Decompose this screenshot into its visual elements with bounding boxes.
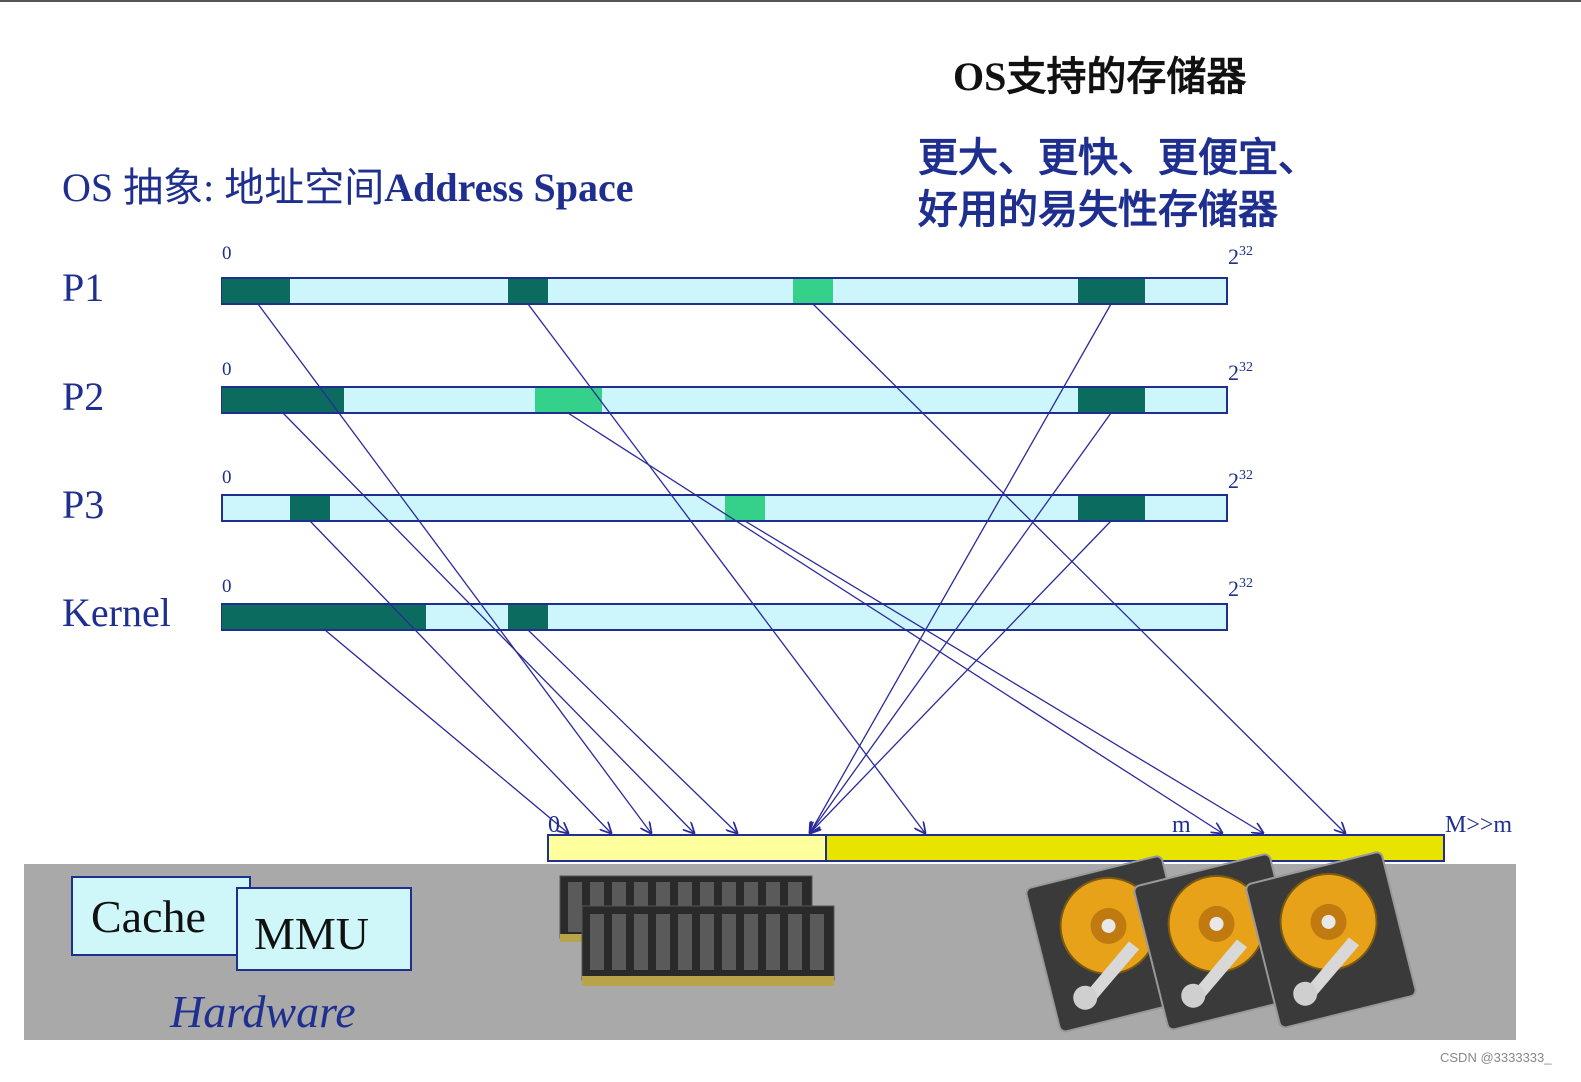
p1-segment (508, 279, 548, 303)
p3-segment (725, 496, 765, 520)
process-label-p2: P2 (62, 374, 105, 419)
address-space-p3 (221, 494, 1228, 522)
mapping-arrow (282, 412, 694, 833)
subtitle-line-2: 好用的易失性存储器 (918, 187, 1278, 232)
p2-end-label: 232 (1228, 360, 1253, 385)
physical-m-label: m (1172, 812, 1191, 838)
process-label-p3: P3 (62, 482, 105, 527)
mapping-arrows (257, 303, 1345, 833)
slide-title: OS支持的存储器 (953, 54, 1247, 99)
p1-segment (222, 279, 290, 303)
kernel-segment (222, 605, 426, 629)
abstraction-heading: OS 抽象: 地址空间Address Space (62, 155, 634, 213)
process-label-p1: P1 (62, 265, 105, 310)
mapping-arrow (527, 303, 925, 833)
p1-segment (793, 279, 833, 303)
mapping-arrow (527, 629, 737, 833)
p2-start-label: 0 (222, 359, 232, 380)
disk-region (825, 834, 1445, 862)
subtitle: 更大、更快、更便宜、 好用的易失性存储器 (918, 132, 1318, 236)
top-border-line (0, 0, 1581, 2)
p3-bar (221, 494, 1228, 522)
physical-end-label: M>>m (1445, 812, 1513, 838)
watermark: CSDN @3333333_ (1440, 1050, 1552, 1065)
mapping-arrow (810, 303, 1112, 833)
hardware-label: Hardware (170, 986, 356, 1037)
ram-module-icon (559, 875, 835, 986)
subtitle-line-1: 更大、更快、更便宜、 (918, 135, 1318, 180)
p3-start-label: 0 (222, 467, 232, 488)
p3-end-label: 232 (1228, 468, 1253, 493)
p1-start-label: 0 (222, 243, 232, 264)
p1-end-label: 232 (1228, 244, 1253, 269)
mapping-arrow (567, 412, 1222, 833)
address-space-kernel (221, 603, 1228, 631)
address-space-p2 (221, 386, 1228, 414)
cache-box: Cache (71, 876, 251, 956)
p3-segment (1078, 496, 1145, 520)
p3-segment (290, 496, 330, 520)
mapping-arrow (324, 629, 568, 833)
mapping-arrow (257, 303, 651, 833)
p1-segment (1078, 279, 1145, 303)
process-label-kernel: Kernel (62, 590, 171, 635)
mapping-arrow (810, 520, 1112, 833)
mapping-arrow (810, 412, 1112, 833)
mapping-arrow (812, 303, 1345, 833)
mapping-arrow (744, 520, 1263, 833)
kernel-segment (508, 605, 548, 629)
kernel-start-label: 0 (222, 576, 232, 597)
mapping-arrow (309, 520, 611, 833)
p1-bar (221, 277, 1228, 305)
abstraction-strong: Address Space (384, 165, 634, 210)
p2-segment (535, 388, 602, 412)
kernel-end-label: 232 (1228, 576, 1253, 601)
abstraction-prefix: OS 抽象: 地址空间 (62, 165, 385, 210)
ram-region (547, 834, 827, 862)
hard-disk-icon (1245, 851, 1417, 1029)
mmu-box: MMU (236, 887, 412, 971)
p2-segment (222, 388, 344, 412)
p2-bar (221, 386, 1228, 414)
p2-segment (1078, 388, 1145, 412)
address-space-p1 (221, 277, 1228, 305)
